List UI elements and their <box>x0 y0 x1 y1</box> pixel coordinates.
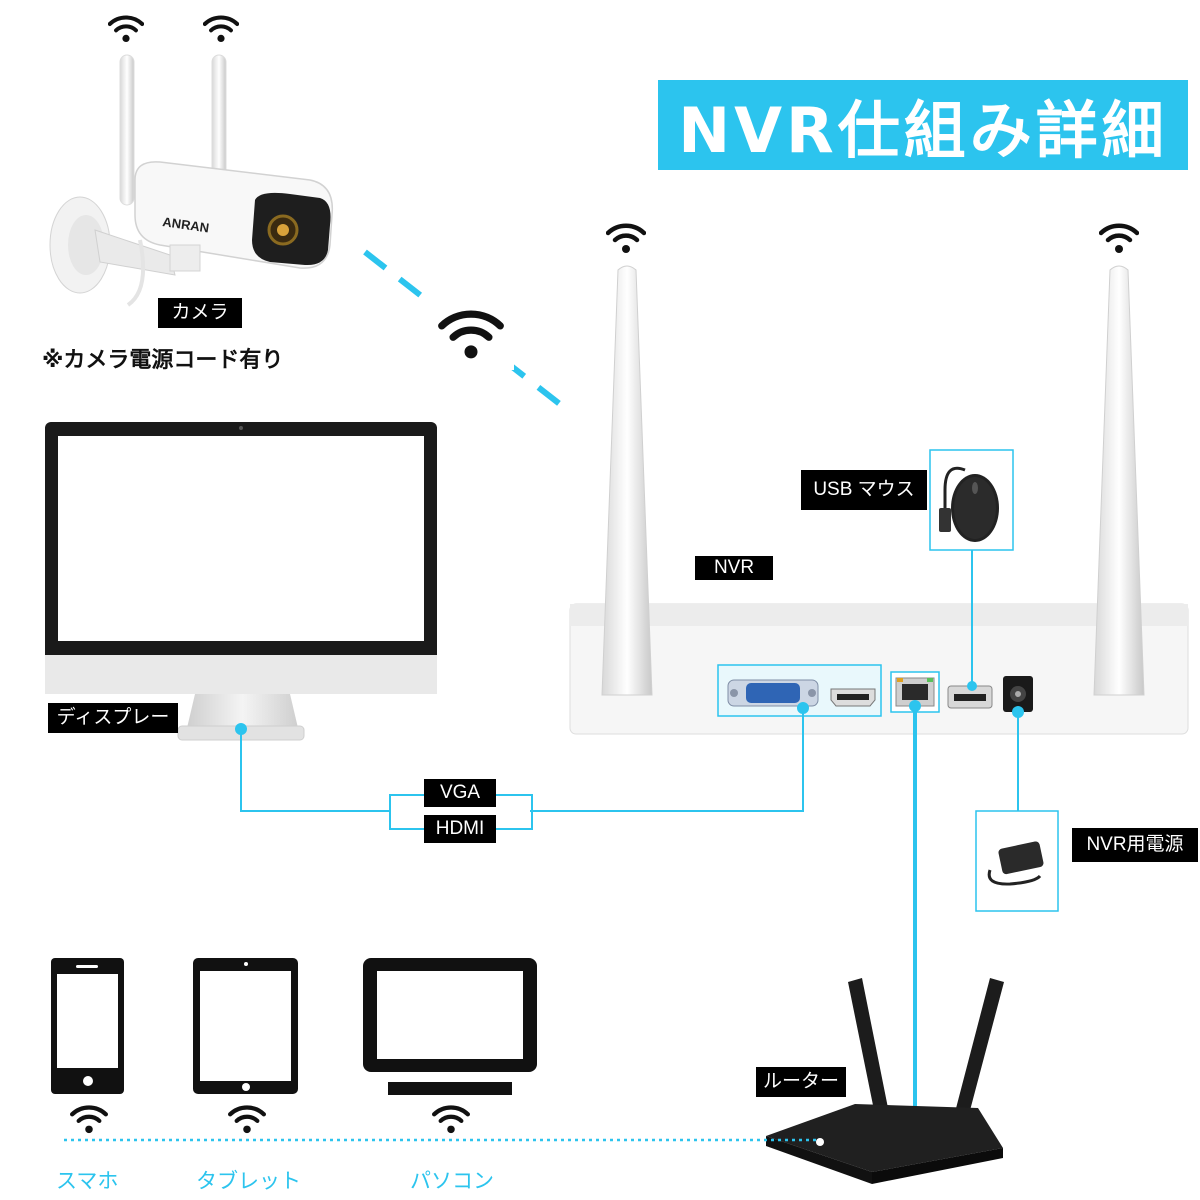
display-label: ディスプレー <box>48 703 178 733</box>
camera-illustration: ANRAN <box>49 17 334 307</box>
wifi-icon <box>608 226 644 253</box>
wifi-icon <box>434 1108 468 1134</box>
wifi-icon <box>205 17 237 42</box>
camera-brand-label: ANRAN <box>162 214 211 235</box>
smartphone-icon <box>51 958 124 1094</box>
laptop-icon <box>363 958 537 1095</box>
hdmi-port-icon <box>830 688 876 707</box>
wifi-icon <box>1101 226 1137 253</box>
vga-label: VGA <box>424 779 496 807</box>
wifi-icon <box>110 17 142 42</box>
pc-label: パソコン <box>410 1170 494 1193</box>
page-title: NVR仕組み詳細 <box>658 80 1188 170</box>
usb-mouse-label: USB マウス <box>801 470 927 510</box>
camera-power-note: ※カメラ電源コード有り <box>42 348 284 373</box>
power-adapter-icon <box>975 810 1059 912</box>
nvr-power-label: NVR用電源 <box>1072 828 1198 862</box>
smartphone-label: スマホ <box>56 1170 119 1193</box>
dc-port-icon <box>1003 676 1033 712</box>
connection-lines <box>240 550 1019 830</box>
hdmi-label: HDMI <box>424 815 496 843</box>
mouse-icon <box>929 449 1014 551</box>
ethernet-port-icon <box>890 671 940 713</box>
vga-port-icon <box>727 679 819 707</box>
nvr-label: NVR <box>695 556 773 580</box>
wifi-icon <box>230 1108 264 1134</box>
tablet-icon <box>193 958 298 1094</box>
camera-label: カメラ <box>158 298 242 328</box>
monitor-illustration <box>45 422 437 741</box>
wifi-icon <box>72 1108 106 1134</box>
router-icon <box>766 978 1004 1184</box>
router-label: ルーター <box>756 1067 846 1097</box>
tablet-label: タブレット <box>196 1170 301 1193</box>
